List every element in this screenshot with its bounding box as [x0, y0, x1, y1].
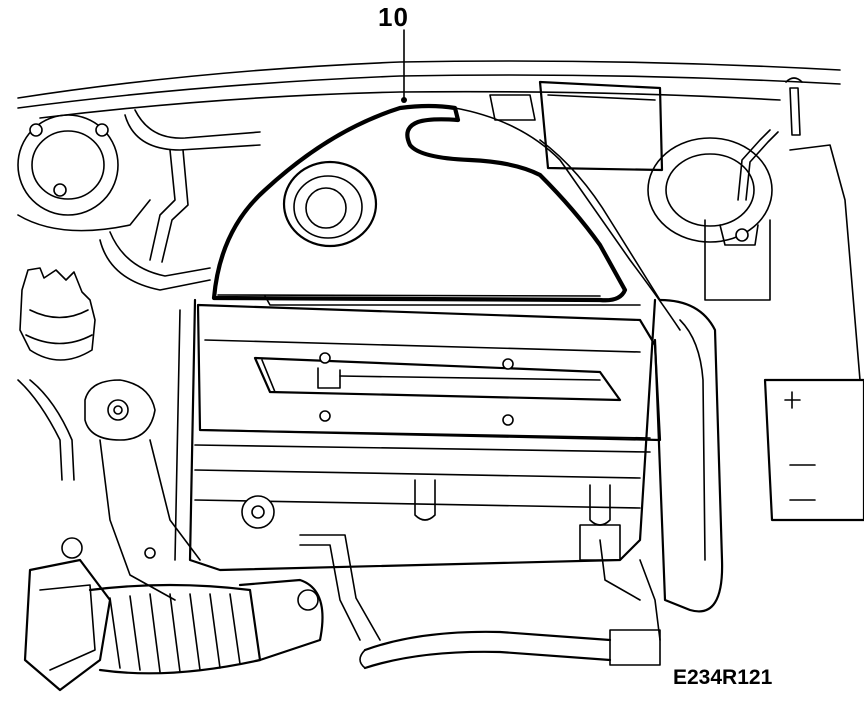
callout-leader [401, 29, 407, 103]
fuse-box [489, 77, 803, 172]
hose-upper-left [99, 109, 261, 291]
intake-duct [454, 107, 724, 613]
oil-filler-cap [282, 160, 378, 248]
brake-booster [647, 129, 779, 301]
battery [763, 144, 864, 522]
lower-hoses [299, 534, 661, 670]
engine-block [174, 298, 657, 572]
engine-cover-outline[interactable] [211, 103, 641, 306]
cam-cover [196, 303, 662, 442]
engine-mount-bracket [84, 379, 201, 601]
throttle-body [23, 537, 112, 692]
strut-tower-left [17, 114, 151, 232]
hood-edge [17, 60, 841, 119]
head-lower [194, 444, 651, 561]
figure-code: E234R121 [671, 666, 775, 690]
reservoir-cap-left [17, 267, 96, 481]
intake-bellows [88, 578, 324, 675]
callout-label: 10 [378, 2, 409, 32]
